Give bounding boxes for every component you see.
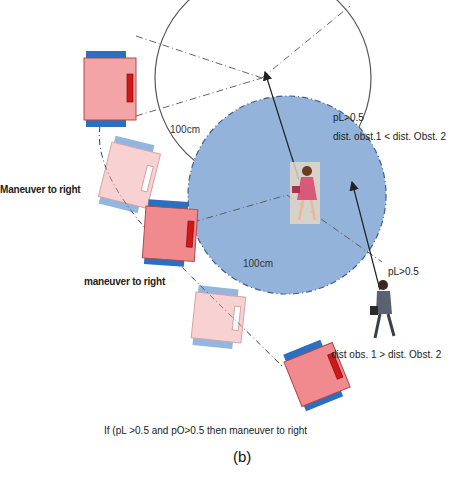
robot [84,51,136,127]
robot-body [142,206,198,262]
robot-sensor [232,306,240,330]
figure-caption: (b) [233,449,251,466]
note-label: dist obs. 1 > dist. Obst. 2 [331,349,441,360]
robot-wheel [144,256,184,267]
dimension-label: 100cm [243,258,273,269]
note-label: Maneuver to right [0,184,81,195]
radius-line [287,195,382,262]
head [302,166,312,176]
dimension-label: 100cm [170,124,200,135]
range-circle: 100cm [187,95,387,295]
robot-wheel [148,199,188,210]
leg [375,314,380,338]
robot-wheel [86,119,126,127]
note-label: pL>0.5 [333,112,364,123]
robot-sensor [127,74,133,102]
pedestrian-man [370,280,394,338]
note-label: maneuver to right [84,276,165,287]
robot-body [84,58,136,120]
robot-sensor [141,165,153,192]
briefcase [370,306,378,315]
robot-wheel [86,51,126,59]
suit [376,291,392,314]
robot-sensor [186,221,194,247]
radius-line [262,6,350,78]
robot [281,336,352,412]
circle-outline [187,95,387,295]
robot [142,199,198,267]
note-label: pL>0.5 [388,266,419,277]
robot-wheel [303,389,343,411]
robot-ghost [190,285,246,350]
note-label: dist. obst.1 < dist. Obst. 2 [333,131,446,142]
direction-arrow [352,182,380,290]
robot-wheel [283,340,323,362]
leg [299,200,303,220]
radius-line [136,36,262,78]
robot-wheel [198,285,239,297]
radius-line [136,78,262,116]
pedestrian-woman [290,162,320,224]
note-label: If (pL >0.5 and pO>0.5 then maneuver to … [104,425,307,436]
robot-body [191,292,246,343]
robot-ghost [97,135,162,215]
robot-body [98,142,160,208]
head [378,280,388,290]
dress [297,177,317,200]
radius-line [166,195,287,230]
robot-wheel [99,196,140,213]
leg [311,200,315,220]
leg [388,314,394,336]
robot-wheel [192,337,233,349]
handbag [292,186,300,193]
circle-shape [188,96,386,294]
photo-background [290,162,320,224]
robot-wheel [114,136,155,153]
direction-arrow [265,72,299,180]
